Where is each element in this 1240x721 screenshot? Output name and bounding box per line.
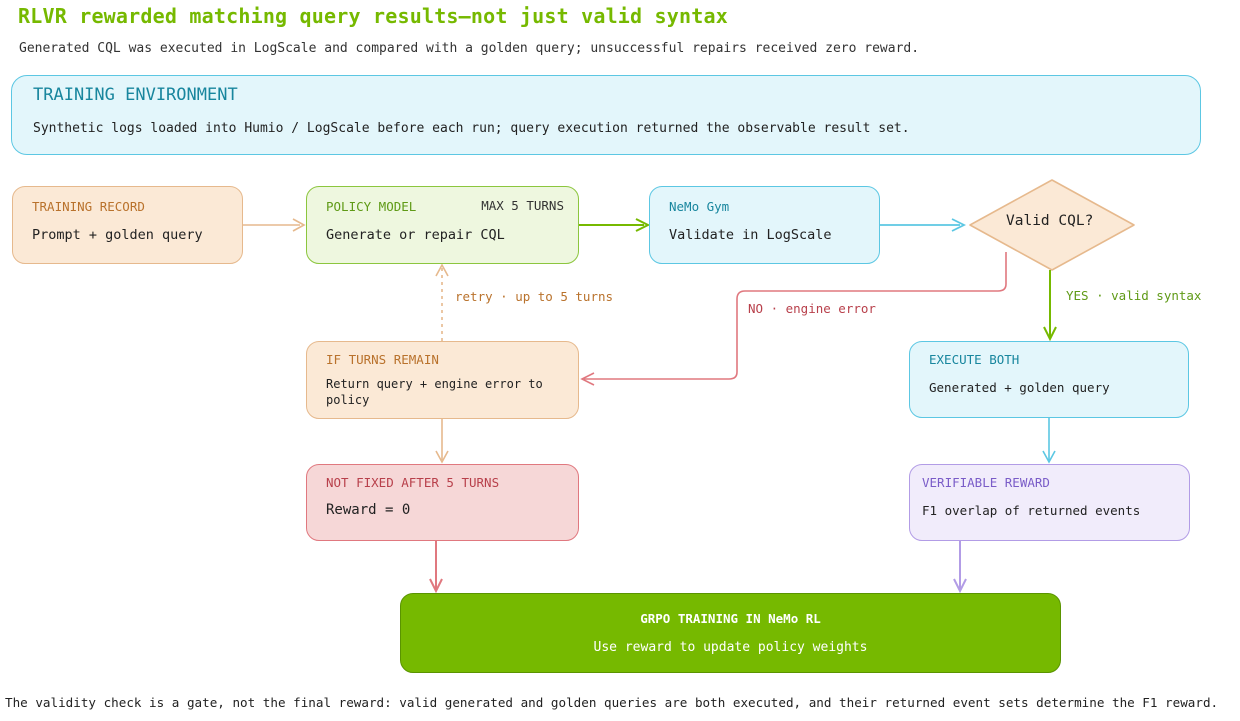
arrowhead-yes-to-execute [1043,326,1057,342]
if-turns-remain-body: Return query + engine error to policy [326,377,543,407]
grpo-training-heading: GRPO TRAINING IN NeMo RL [640,611,821,626]
nemo-gym-body: Validate in LogScale [669,227,832,243]
nemo-gym-node: NeMo Gym Validate in LogScale [649,186,880,264]
arrowhead-execute-to-reward [1042,450,1056,464]
training-environment-panel: TRAINING ENVIRONMENT Synthetic logs load… [11,75,1201,155]
verifiable-reward-heading: VERIFIABLE REWARD [922,475,1050,490]
training-environment-heading: TRAINING ENVIRONMENT [33,85,238,105]
not-fixed-body: Reward = 0 [326,502,411,518]
execute-both-body: Generated + golden query [929,380,1110,395]
arrowhead-policy-to-gym [635,218,651,232]
decision-diamond [969,179,1135,271]
training-environment-body: Synthetic logs loaded into Humio / LogSc… [33,121,910,136]
footer-note: The validity check is a gate, not the fi… [5,695,1219,710]
training-record-heading: TRAINING RECORD [32,199,145,214]
verifiable-reward-body: F1 overlap of returned events [922,503,1141,518]
no-edge-label: NO · engine error [748,301,876,316]
arrowhead-reward-to-grpo [953,578,967,594]
policy-model-node: POLICY MODEL MAX 5 TURNS Generate or rep… [306,186,579,264]
max-turns-tag: MAX 5 TURNS [481,198,564,213]
if-turns-remain-node: IF TURNS REMAIN Return query + engine er… [306,341,579,419]
arrowhead-retry-to-policy [435,263,449,277]
policy-model-heading: POLICY MODEL [326,199,417,214]
nemo-gym-heading: NeMo Gym [669,199,730,214]
arrowhead-turns-to-notfixed [435,450,449,464]
training-record-body: Prompt + golden query [32,227,203,243]
grpo-training-body: Use reward to update policy weights [593,640,868,655]
not-fixed-node: NOT FIXED AFTER 5 TURNS Reward = 0 [306,464,579,541]
policy-model-body: Generate or repair CQL [326,227,505,243]
execute-both-node: EXECUTE BOTH Generated + golden query [909,341,1189,418]
arrow-no-to-turns [584,252,1007,380]
arrowhead-notfixed-to-grpo [429,578,443,594]
grpo-training-node: GRPO TRAINING IN NeMo RL Use reward to u… [400,593,1061,673]
verifiable-reward-node: VERIFIABLE REWARD F1 overlap of returned… [909,464,1190,541]
yes-edge-label: YES · valid syntax [1066,288,1202,303]
retry-edge-label: retry · up to 5 turns [455,289,614,304]
execute-both-heading: EXECUTE BOTH [929,352,1020,367]
if-turns-remain-heading: IF TURNS REMAIN [326,352,439,367]
not-fixed-heading: NOT FIXED AFTER 5 TURNS [326,475,500,490]
page-title: RLVR rewarded matching query results—not… [18,4,728,28]
page-subtitle: Generated CQL was executed in LogScale a… [19,41,920,56]
arrowhead-record-to-policy [292,218,306,232]
arrowhead-gym-to-decision [951,218,967,232]
arrowhead-no-to-turns [580,372,595,386]
decision-label: Valid CQL? [1006,213,1094,229]
training-record-node: TRAINING RECORD Prompt + golden query [12,186,243,264]
